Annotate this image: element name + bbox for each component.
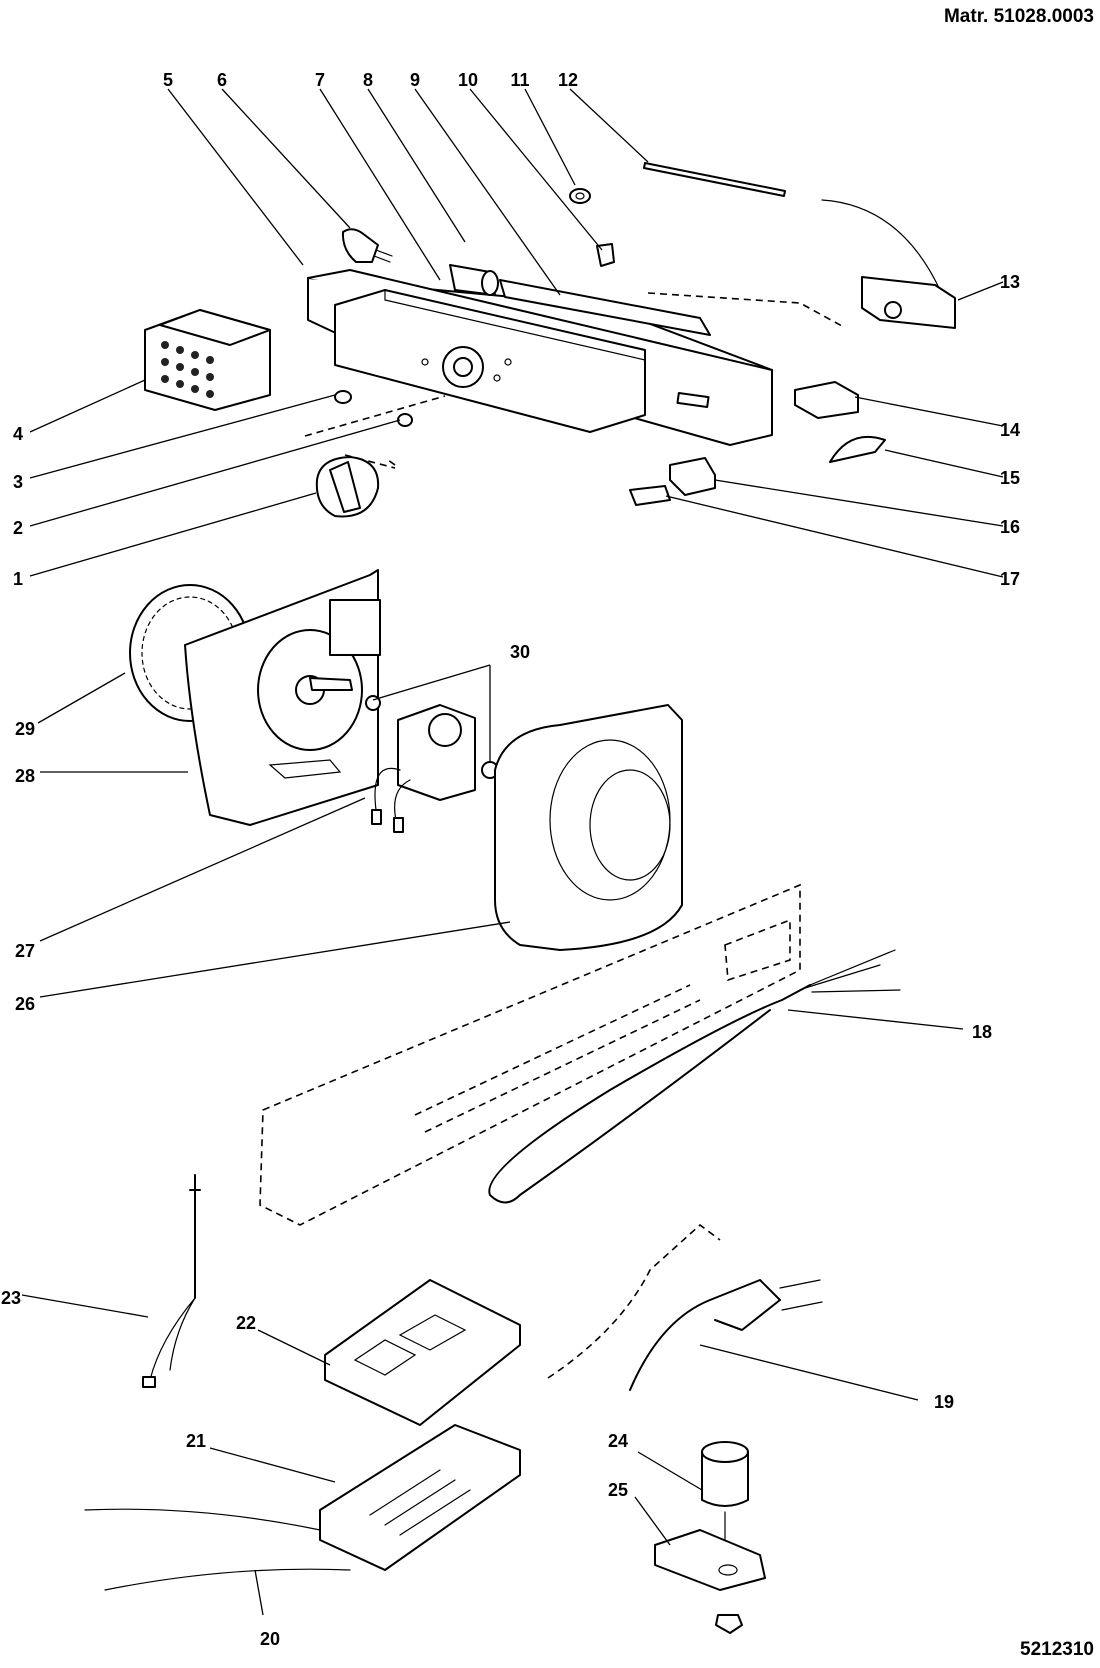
callout-3: 3 [13,472,23,492]
callout-10: 10 [458,70,478,90]
callout-19: 19 [934,1392,954,1412]
part-25-bracket [654,1529,766,1634]
callout-13: 13 [1000,272,1020,292]
callout-20: 20 [260,1629,280,1649]
callout-9: 9 [410,70,420,90]
part-1-knob [315,456,380,518]
part-21-terminal-block [319,1424,521,1571]
callout-1: 1 [13,569,23,589]
callout-22: 22 [236,1313,256,1333]
callout-25: 25 [608,1480,628,1500]
callout-4: 4 [13,424,23,444]
part-17-button [629,485,671,506]
part-20-mains-wires [84,1508,351,1591]
part-6-lamp-bulb [341,228,393,263]
callout-6: 6 [217,70,227,90]
callout-26: 26 [15,994,35,1014]
part-13-thermostat [647,199,956,329]
part-24-capacitor [701,1441,749,1546]
part-8-lamp-holder [449,264,499,296]
callout-17: 17 [1000,569,1020,589]
part-18-heater-cable [488,949,901,1204]
callout-5: 5 [163,70,173,90]
part-22-terminal-cover [324,1279,521,1426]
part-9-light-strip [499,279,711,336]
callout-18: 18 [972,1022,992,1042]
callout-16: 16 [1000,517,1020,537]
part-28-fan-cover [184,569,381,826]
callout-11: 11 [510,70,529,90]
part-7-front-housing [334,289,646,433]
part-11-grommet [569,188,591,204]
part-12-sensor-tube [643,162,786,197]
callout-24: 24 [608,1431,628,1451]
part-16-rocker [669,457,716,496]
part-14-switch [794,381,859,419]
material-code: Matr. 51028.0003 [944,6,1094,27]
liner-panel [259,883,801,1226]
part-19-mains-plug [547,1223,823,1391]
callout-12: 12 [558,70,578,90]
callout-7: 7 [315,70,325,90]
callout-15: 15 [1000,468,1020,488]
callout-23: 23 [1,1288,21,1308]
callout-30: 30 [510,642,530,662]
part-27-fan-motor [371,704,476,833]
part-4-lamp-cover [144,309,271,411]
part-15-switch-cover [829,435,886,463]
callout-28: 28 [15,766,35,786]
callout-8: 8 [363,70,373,90]
part-26-grille-cover [494,704,683,951]
callout-14: 14 [1000,420,1020,440]
drawing-number: 5212310 [1020,1639,1094,1660]
callout-2: 2 [13,518,23,538]
part-2-spacer [397,413,413,427]
callout-leaders [21,88,1004,1616]
part-23-earth-wire [142,1174,201,1388]
part-3-spacer [334,390,352,404]
callout-21: 21 [186,1431,206,1451]
callout-labels: 5 6 7 8 9 10 11 12 13 14 15 16 17 4 3 2 … [1,70,1020,1649]
callout-27: 27 [15,941,35,961]
callout-29: 29 [15,719,35,739]
